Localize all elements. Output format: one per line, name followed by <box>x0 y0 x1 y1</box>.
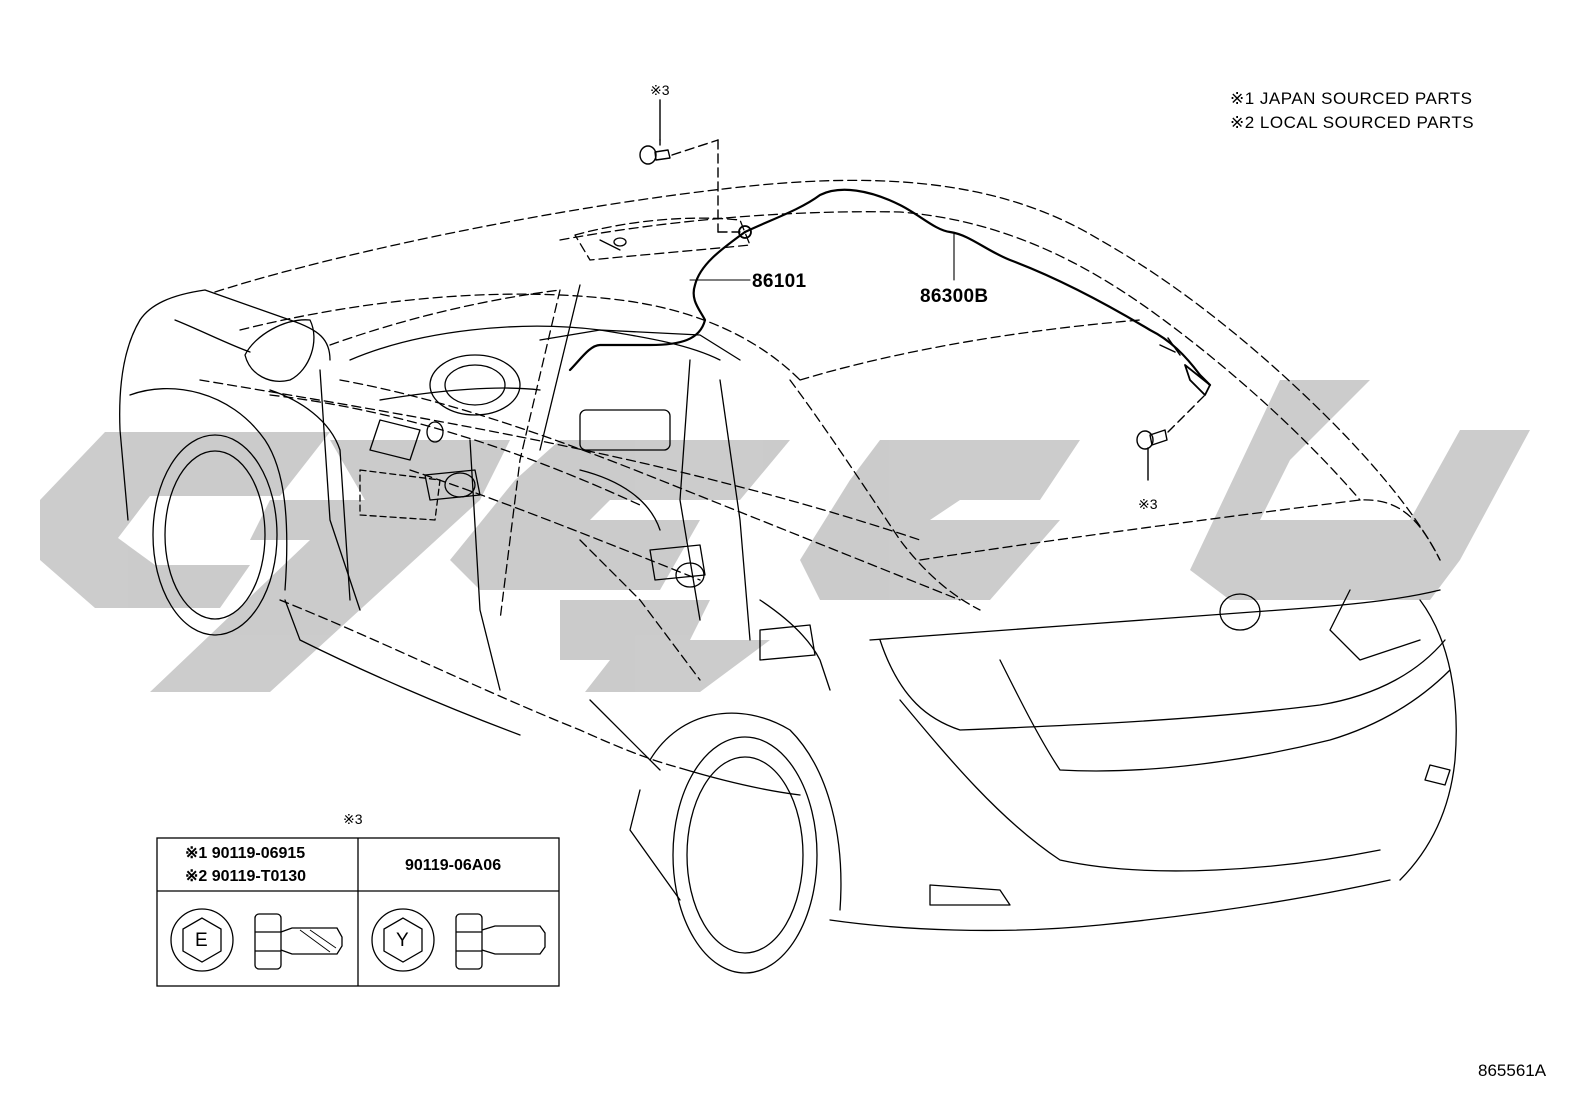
bolt-head-e-letter: E <box>195 930 208 951</box>
table-col1-line2: ※2 90119-T0130 <box>185 868 307 885</box>
antenna-cord <box>743 188 1212 387</box>
part-label-86101: 86101 <box>752 271 807 292</box>
table-col2-part: 90119-06A06 <box>405 857 502 874</box>
watermark-shape-1 <box>40 432 330 608</box>
rear-bolt-mark: ※3 <box>1138 496 1158 512</box>
car-body-outline <box>119 179 1457 974</box>
watermark-shape-2 <box>150 440 510 692</box>
watermark-shape-3 <box>450 440 790 590</box>
figure-id: 865561A <box>1478 1061 1547 1080</box>
legend-local: ※2 LOCAL SOURCED PARTS <box>1230 113 1475 132</box>
table-col1-line1: ※1 90119-06915 <box>185 845 306 862</box>
table-header-mark: ※3 <box>343 811 363 827</box>
watermark-shape-6 <box>1190 380 1530 600</box>
watermark-shape-4 <box>560 600 770 692</box>
front-wheel <box>152 434 278 636</box>
bolt-side-e-icon <box>254 913 343 970</box>
legend-japan: ※1 JAPAN SOURCED PARTS <box>1230 89 1473 108</box>
part-label-86300b: 86300B <box>920 286 989 307</box>
bolt-head-y-letter: Y <box>396 930 409 951</box>
side-mirror <box>244 319 315 382</box>
rear-wheel <box>672 736 818 974</box>
bolt-head-e-icon <box>170 908 234 972</box>
roof-bolt-mark: ※3 <box>650 82 670 98</box>
antenna-cord-front <box>568 230 747 372</box>
roof-panel <box>574 217 751 261</box>
bolt-side-y-icon <box>455 913 546 970</box>
rear-emblem <box>1219 593 1261 631</box>
watermark-shape-5 <box>800 440 1080 600</box>
bolt-head-y-icon <box>371 908 435 972</box>
roof-bolt <box>639 99 741 233</box>
rear-bolt <box>1136 394 1206 481</box>
